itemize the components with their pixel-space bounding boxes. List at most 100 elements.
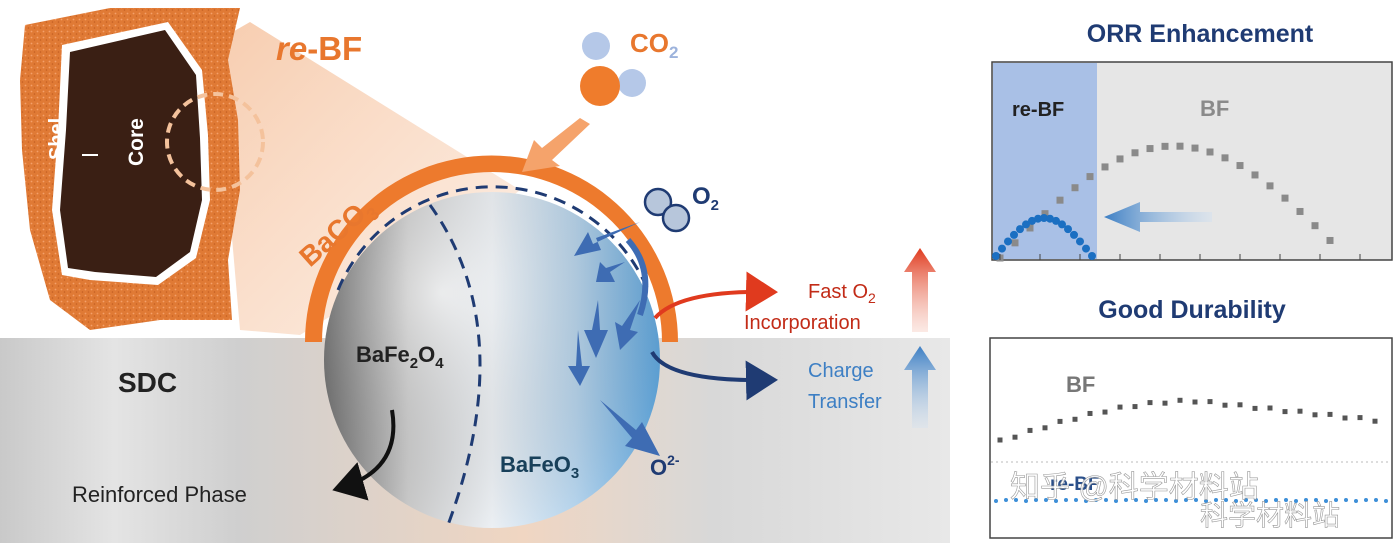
- durability-rebf-marker: [1094, 498, 1098, 502]
- zoom-circle: [165, 92, 265, 192]
- orr-rebf-label: re-BF: [1012, 99, 1064, 121]
- durability-rebf-marker: [1364, 498, 1368, 502]
- orr-bf-marker: [1191, 144, 1199, 152]
- durability-bf-marker: [1132, 404, 1138, 410]
- watermark-line1: 知乎 @科学材料站: [1010, 471, 1259, 504]
- orr-bf-marker: [1311, 222, 1319, 230]
- durability-rebf-marker: [1224, 498, 1228, 502]
- orr-bf-marker: [1131, 149, 1139, 157]
- incorporation-label: Incorporation: [744, 312, 861, 334]
- durability-bf-marker: [1282, 409, 1288, 415]
- o2-molecule: [643, 187, 691, 233]
- transfer-label: Transfer: [808, 391, 882, 413]
- durability-bf-marker: [1162, 400, 1168, 406]
- co2-label: CO2: [630, 28, 678, 62]
- orr-bf-marker: [1206, 148, 1214, 156]
- durability-bf-marker: [1102, 409, 1108, 415]
- phase-boundary-dashed: [428, 204, 482, 526]
- durability-rebf-label: re-BF: [1050, 474, 1100, 495]
- durability-bf-marker: [1237, 402, 1243, 408]
- charge-transfer-arrow: [650, 350, 778, 401]
- durability-rebf-marker: [1384, 499, 1388, 503]
- durability-rebf-marker: [1274, 498, 1278, 502]
- durability-rebf-marker: [1054, 499, 1058, 503]
- durability-bf-marker: [1267, 405, 1273, 411]
- durability-rebf-marker: [1284, 498, 1288, 502]
- durability-rebf-marker: [1004, 498, 1008, 502]
- o2-label: O2: [692, 183, 719, 214]
- o2minus-label: O2-: [650, 452, 680, 480]
- charge-up-arrow: [904, 346, 936, 428]
- durability-rebf-marker: [1044, 498, 1048, 502]
- reinforced-phase-arrow: [332, 409, 396, 501]
- orr-bf-marker: [1251, 171, 1259, 179]
- durability-rebf-marker: [1164, 498, 1168, 502]
- orr-rebf-marker: [998, 244, 1006, 253]
- durability-rebf-marker: [1314, 498, 1318, 502]
- surface-diffusion-arrow: [625, 237, 649, 316]
- fast-up-arrow: [904, 248, 936, 332]
- core-label: Core: [125, 118, 148, 166]
- durability-bf-marker: [1312, 412, 1318, 418]
- durability-rebf-marker: [1014, 498, 1018, 502]
- durability-rebf-marker: [1374, 498, 1378, 502]
- reinforced-phase-label: Reinforced Phase: [72, 482, 247, 507]
- orr-bf-marker: [1296, 207, 1304, 215]
- orr-rebf-marker: [1022, 220, 1030, 229]
- durability-bf-marker: [1117, 404, 1123, 410]
- durability-rebf-marker: [1034, 498, 1038, 502]
- durability-rebf-marker: [1194, 498, 1198, 502]
- co2-molecule: [580, 32, 646, 106]
- durability-rebf-marker: [1354, 499, 1358, 503]
- durability-panel-frame: [989, 337, 1393, 539]
- durability-bf-marker: [1147, 400, 1153, 406]
- charge-label: Charge: [808, 360, 874, 382]
- orr-bf-marker: [1026, 224, 1034, 232]
- orr-bf-marker: [1281, 194, 1289, 202]
- durability-rebf-marker: [1234, 499, 1238, 503]
- orr-rebf-marker: [1076, 237, 1084, 246]
- durability-rebf-marker: [1104, 498, 1108, 502]
- orr-bf-marker: [1116, 155, 1124, 163]
- orr-rebf-curve: [992, 214, 1096, 260]
- orr-panel-title: ORR Enhancement: [1087, 20, 1314, 48]
- durability-bf-marker: [1057, 418, 1063, 424]
- durability-bf-marker: [1012, 434, 1018, 440]
- durability-bf-marker: [1372, 418, 1378, 424]
- watermark-line2: 科学材料站: [1200, 500, 1340, 531]
- orr-rebf-marker: [1070, 230, 1078, 239]
- rebf-title: re-BF: [276, 30, 362, 67]
- orr-bf-marker: [1326, 236, 1334, 244]
- durability-rebf-marker: [1344, 498, 1348, 502]
- orr-rebf-marker: [1064, 225, 1072, 234]
- orr-bf-curve: [996, 142, 1334, 262]
- orr-rebf-marker: [1040, 214, 1048, 222]
- durability-rebf-marker: [1134, 498, 1138, 502]
- durability-bf-marker: [1252, 405, 1258, 411]
- orr-bf-marker: [1161, 142, 1169, 150]
- durability-rebf-marker: [994, 499, 998, 503]
- durability-rebf-marker: [1144, 499, 1148, 503]
- durability-bf-marker: [1342, 415, 1348, 421]
- orr-rebf-region: [993, 63, 1097, 259]
- durability-rebf-marker: [1184, 498, 1188, 502]
- fast-incorporation-arrow: [653, 271, 778, 320]
- durability-rebf-marker: [1084, 499, 1088, 503]
- orr-bf-marker: [1236, 162, 1244, 170]
- orr-axis-ticks: [999, 254, 1361, 260]
- bafeo3-label: BaFeO3: [500, 452, 579, 482]
- zoom-fan: [215, 22, 520, 335]
- durability-bf-label: BF: [1066, 372, 1095, 397]
- durability-rebf-marker: [1254, 498, 1258, 502]
- durability-bf-marker: [1027, 427, 1033, 433]
- particle-highlight: [324, 192, 660, 528]
- orr-bf-marker: [1176, 142, 1184, 150]
- orr-bf-marker: [1086, 173, 1094, 181]
- durability-rebf-marker: [1244, 498, 1248, 502]
- fast-o2-label: Fast O2: [808, 281, 876, 306]
- durability-bf-curve: [997, 397, 1378, 443]
- orr-rebf-marker: [1010, 230, 1018, 239]
- orr-bf-marker: [1056, 196, 1064, 204]
- orr-rebf-marker: [1046, 214, 1054, 223]
- durability-rebf-marker: [1214, 498, 1218, 502]
